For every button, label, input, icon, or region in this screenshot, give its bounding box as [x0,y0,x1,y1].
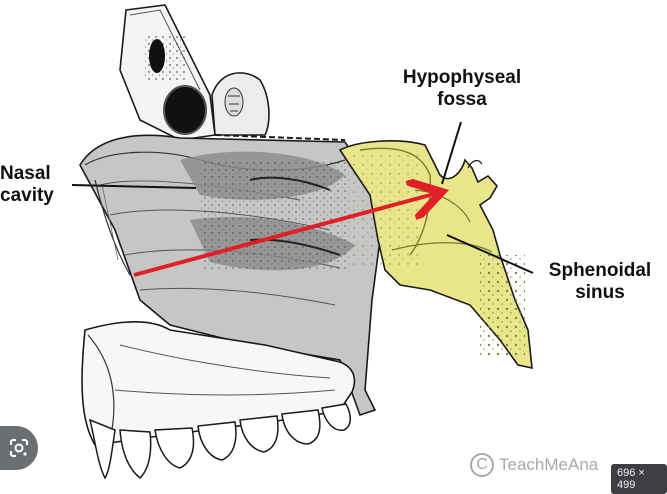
label-sphen-line1: Sphenoidal [548,260,652,281]
label-nasal-line2: cavity [0,185,54,206]
label-hypo-line1: Hypophyseal [402,67,522,88]
label-nasal-line1: Nasal [0,163,51,184]
red-arrow [133,194,434,277]
google-lens-icon [10,439,28,457]
teeth-row [88,403,351,480]
teachmeanatomy-watermark: C TeachMeAna [470,453,598,477]
label-sphen-line2: sinus [575,282,625,303]
watermark-text: TeachMeAna [499,455,599,474]
leader-nasal [71,184,197,189]
leader-hypo [441,121,462,185]
foramen-round [163,85,207,135]
label-hypo-line2: fossa [437,89,487,110]
foramen-upper [149,39,165,73]
copyright-icon: C [470,453,494,477]
label-hypophyseal-fossa: Hypophyseal fossa [392,67,532,111]
label-sphenoidal-sinus: Sphenoidal sinus [538,260,662,304]
label-nasal-cavity: Nasal cavity [0,163,54,207]
image-size-badge: 696 × 499 [611,464,667,494]
leader-sphen [446,234,534,274]
google-lens-button[interactable] [0,426,38,470]
